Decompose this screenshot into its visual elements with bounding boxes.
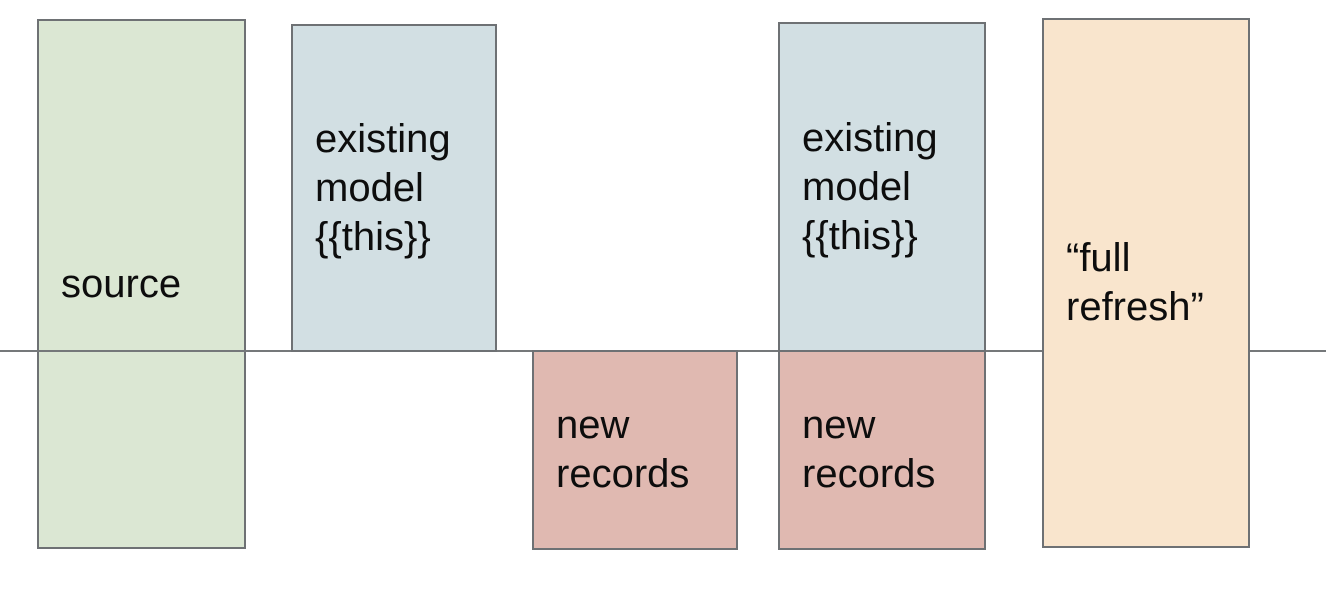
new-records-label-2: new records <box>802 403 936 496</box>
source-label: source <box>61 261 182 306</box>
full-refresh-box: “full refresh” <box>1042 18 1250 548</box>
source-box: source <box>37 19 246 549</box>
new-records-box-2: new records <box>778 350 986 550</box>
full-refresh-label: “full refresh” <box>1066 236 1204 329</box>
new-records-label-1: new records <box>556 403 690 496</box>
existing-model-box-2: existing model {{this}} <box>778 22 986 352</box>
existing-model-label-2: existing model {{this}} <box>802 115 938 258</box>
existing-model-box-1: existing model {{this}} <box>291 24 497 352</box>
new-records-box-1: new records <box>532 350 738 550</box>
existing-model-label-1: existing model {{this}} <box>315 116 451 259</box>
